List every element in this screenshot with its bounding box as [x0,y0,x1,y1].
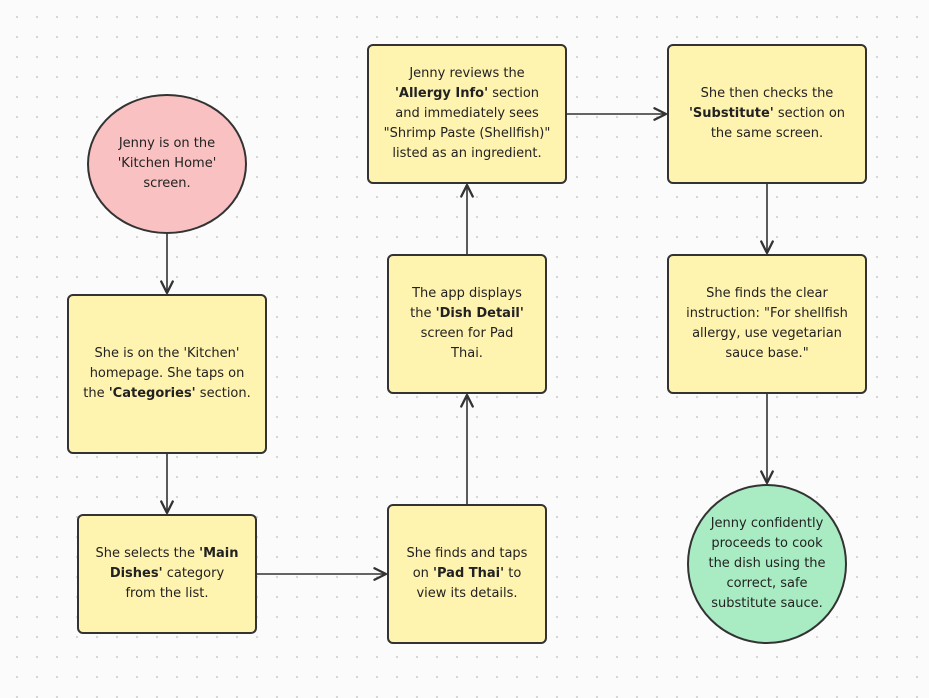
node-select-main-dishes: She selects the 'Main Dishes' category f… [77,514,257,634]
node-allergy-info: Jenny reviews the 'Allergy Info' section… [367,44,567,184]
node-tap-categories: She is on the 'Kitchen' homepage. She ta… [67,294,267,454]
node-clear-instruction: She finds the clear instruction: "For sh… [667,254,867,394]
node-kitchen-home: Jenny is on the 'Kitchen Home' screen. [87,94,247,234]
node-cook-dish: Jenny confidently proceeds to cook the d… [687,484,847,644]
node-text: She is on the 'Kitchen' homepage. She ta… [83,346,251,401]
node-text: She selects the 'Main Dishes' category f… [95,546,239,601]
node-substitute: She then checks the 'Substitute' section… [667,44,867,184]
node-text: Jenny confidently proceeds to cook the d… [708,516,826,611]
node-text: She finds and taps on 'Pad Thai' to view… [406,546,528,601]
node-text: Jenny reviews the 'Allergy Info' section… [383,66,551,161]
node-tap-pad-thai: She finds and taps on 'Pad Thai' to view… [387,504,547,644]
node-text: Jenny is on the 'Kitchen Home' screen. [117,136,217,191]
node-text: She then checks the 'Substitute' section… [688,86,846,141]
node-dish-detail: The app displays the 'Dish Detail' scree… [387,254,547,394]
node-text: The app displays the 'Dish Detail' scree… [410,286,524,361]
node-text: She finds the clear instruction: "For sh… [686,286,848,361]
